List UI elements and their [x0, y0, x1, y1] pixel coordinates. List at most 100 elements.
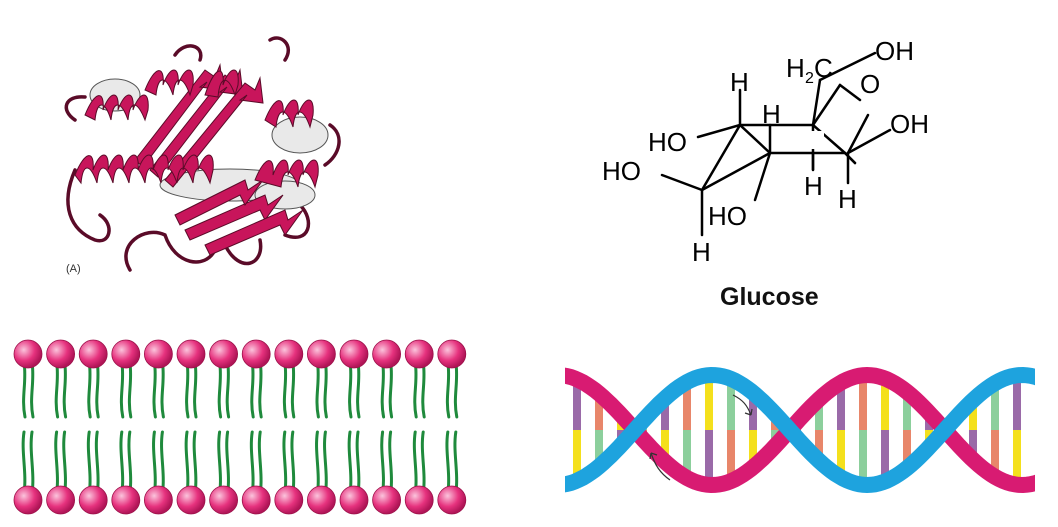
lipid-tail-upper [323, 360, 328, 419]
dna-base [969, 430, 977, 460]
dna-base [683, 382, 691, 430]
dna-direction-arrowhead-top [744, 408, 753, 416]
lipid-tail-lower [290, 430, 296, 496]
lipid-tail-lower [347, 430, 353, 496]
glucose-ho-lower: HO [708, 201, 747, 231]
dna-base [815, 399, 823, 430]
glucose-ring-oxygen: O [860, 69, 880, 99]
lipid-tail-lower [160, 430, 165, 496]
dna-base [705, 375, 713, 430]
protein-alpha-helices [74, 69, 319, 189]
lipid-tail-lower [420, 430, 426, 496]
glucose-chair-structure: H H H 2 C OH O OH HO HO H H HO H [602, 36, 929, 267]
dna-base [749, 392, 757, 430]
lipid-head [306, 485, 336, 515]
lipid-head [241, 485, 271, 515]
lipid-head [46, 339, 75, 369]
lipid-tail-lower [192, 430, 198, 496]
glucose-ho-left: HO [602, 156, 641, 186]
lipid-tail-upper [193, 360, 198, 419]
lipid-tail-lower [257, 430, 263, 496]
lipid-tail-upper [185, 360, 190, 419]
dna-strand-blue [565, 366, 1035, 494]
lipid-tail-lower [388, 430, 393, 496]
dna-direction-arrow-bottom [650, 452, 671, 481]
lipid-head [241, 339, 271, 369]
dna-base [881, 430, 889, 482]
dna-base [881, 378, 889, 430]
lipid-tail-upper [119, 360, 125, 419]
lipid-head [372, 485, 402, 515]
protein-ribbon-diagram [64, 36, 341, 272]
glucose-h-bottom: H [692, 237, 711, 267]
dna-base [573, 379, 581, 430]
lipid-head [404, 485, 434, 515]
lipid-tail-upper [95, 360, 100, 419]
dna-direction-arrowhead-bottom [649, 452, 658, 460]
dna-base [991, 430, 999, 477]
protein-panel-label: (A) [66, 263, 81, 275]
lipid-tail-lower [119, 430, 125, 496]
dna-base [903, 391, 911, 430]
lipid-tail-upper [356, 360, 361, 419]
lipid-tails [21, 360, 459, 496]
lipid-tail-upper [380, 360, 386, 419]
lipid-bilayer-diagram [13, 339, 467, 515]
lipid-tail-upper [290, 360, 296, 419]
lipid-tail-lower [282, 430, 288, 496]
lipid-tail-upper [152, 360, 157, 419]
lipid-tail-upper [413, 360, 418, 419]
lipid-head [46, 485, 75, 515]
lipid-head [339, 339, 369, 369]
lipid-tail-lower [94, 430, 100, 496]
glucose-caption: Glucose [720, 283, 819, 311]
glucose-h2c-h: H [786, 53, 805, 83]
glucose-oh-top: OH [875, 36, 914, 66]
dna-base [991, 383, 999, 430]
lipid-tail-upper [127, 360, 133, 419]
glucose-h2c-c: C [814, 53, 833, 83]
lipid-head [306, 339, 336, 369]
lipid-head [143, 339, 173, 369]
lipid-tail-lower [86, 430, 92, 496]
protein-loops [64, 36, 341, 272]
lipid-head [339, 485, 369, 515]
lipid-head [78, 339, 108, 369]
lipid-tail-upper [54, 360, 60, 419]
lipid-head [176, 485, 206, 515]
lipid-tail-upper [225, 360, 231, 419]
glucose-atom-labels: H H H 2 C OH O OH HO HO H H HO H [602, 36, 929, 267]
dna-base [727, 378, 735, 430]
lipid-tail-upper [258, 360, 263, 419]
dna-base [815, 430, 823, 461]
lipid-tail-lower [217, 430, 222, 496]
lipid-tail-upper [217, 360, 223, 419]
lipid-head [13, 339, 43, 369]
lipid-head [274, 339, 304, 369]
lipid-tail-upper [62, 360, 68, 419]
dna-base [969, 400, 977, 430]
lipid-tail-lower [445, 430, 451, 496]
lipid-tail-lower [380, 430, 385, 496]
dna-base [837, 382, 845, 430]
lipid-tail-upper [445, 360, 451, 419]
lipid-tail-lower [315, 430, 320, 496]
lipid-tail-lower [323, 430, 328, 496]
dna-base [661, 398, 669, 430]
lipid-tail-lower [21, 430, 27, 496]
lipid-tail-lower [184, 430, 190, 496]
dna-base [705, 430, 713, 485]
lipid-head [209, 485, 239, 515]
lipid-head [13, 485, 43, 515]
lipid-head [111, 485, 141, 515]
dna-base [1013, 375, 1021, 430]
lipid-tail-lower [355, 430, 361, 496]
lipid-tail-lower [152, 430, 157, 496]
dna-base [573, 430, 581, 481]
dna-base [749, 430, 757, 468]
lipid-tail-lower [127, 430, 133, 496]
dna-base [661, 430, 669, 462]
lipid-head [78, 485, 108, 515]
dna-base [595, 393, 603, 430]
dna-base [837, 430, 845, 478]
